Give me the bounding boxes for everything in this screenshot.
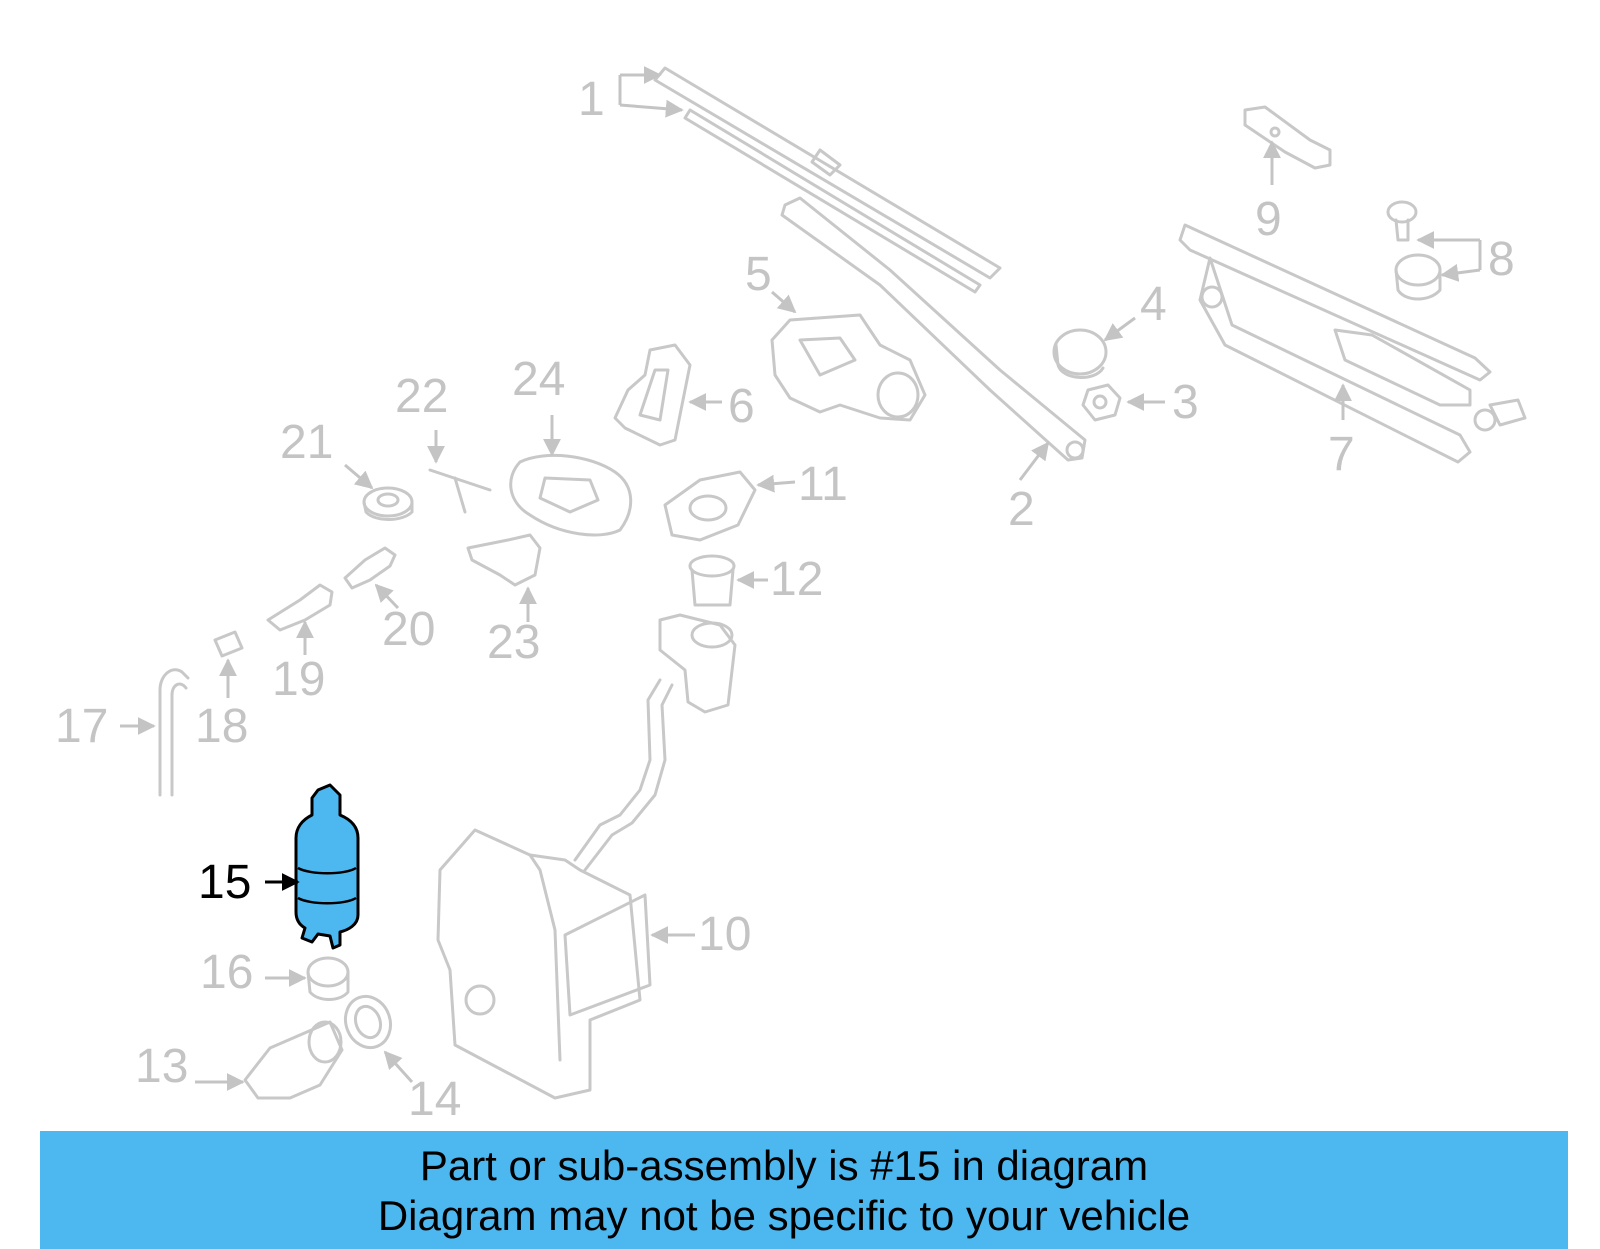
part-22-t-connector[interactable] xyxy=(427,430,492,514)
callout-8: 8 xyxy=(1488,233,1515,286)
part-1-wiper-blade[interactable] xyxy=(618,66,1002,294)
callout-2: 2 xyxy=(1008,483,1035,536)
part-8-bolt-grommet[interactable] xyxy=(1386,200,1482,301)
part-17-hose[interactable] xyxy=(120,668,190,797)
callout-13: 13 xyxy=(135,1040,188,1093)
part-2-wiper-arm[interactable] xyxy=(780,196,1087,481)
part-20-connector[interactable] xyxy=(343,546,400,610)
callout-3: 3 xyxy=(1172,376,1199,429)
callout-15: 15 xyxy=(198,856,251,909)
banner-line-2: Diagram may not be specific to your vehi… xyxy=(377,1192,1191,1239)
callout-18: 18 xyxy=(195,700,248,753)
callout-24: 24 xyxy=(512,353,565,406)
callout-9: 9 xyxy=(1255,193,1282,246)
callout-20: 20 xyxy=(382,603,435,656)
part-24-washer-jet[interactable] xyxy=(509,415,633,537)
callout-5: 5 xyxy=(745,248,772,301)
part-14-grommet[interactable] xyxy=(338,990,414,1084)
part-13-level-sensor[interactable] xyxy=(195,1020,344,1100)
callout-1: 1 xyxy=(578,73,605,126)
callout-14: 14 xyxy=(408,1073,461,1126)
part-18-connector[interactable] xyxy=(213,630,244,698)
part-7-linkage[interactable] xyxy=(1178,223,1527,464)
callout-12: 12 xyxy=(770,553,823,606)
callout-11: 11 xyxy=(798,458,848,511)
callout-6: 6 xyxy=(728,380,755,433)
callout-23: 23 xyxy=(487,616,540,669)
callout-10: 10 xyxy=(698,908,751,961)
callout-19: 19 xyxy=(272,653,325,706)
part-23-washer-nozzle[interactable] xyxy=(466,533,542,622)
callout-21: 21 xyxy=(280,416,333,469)
callout-7: 7 xyxy=(1328,428,1355,481)
filler-neck xyxy=(658,613,737,714)
part-12-filler-cap[interactable] xyxy=(688,554,768,607)
part-16-grommet[interactable] xyxy=(265,956,350,1001)
part-3-nut[interactable] xyxy=(1081,383,1165,422)
callout-17: 17 xyxy=(55,700,108,753)
banner-line-1: Part or sub-assembly is #15 in diagram xyxy=(419,1142,1149,1189)
part-15-washer-pump[interactable] xyxy=(265,783,360,950)
callout-4: 4 xyxy=(1140,278,1167,331)
part-19-check-valve[interactable] xyxy=(266,583,334,655)
part-9-bracket[interactable] xyxy=(1243,105,1332,185)
callout-16: 16 xyxy=(200,946,253,999)
part-11-seal[interactable] xyxy=(663,470,796,542)
info-banner: Part or sub-assembly is #15 in diagram D… xyxy=(40,1131,1568,1249)
part-4-cap[interactable] xyxy=(1052,316,1136,379)
part-10-washer-reservoir[interactable] xyxy=(436,678,695,1100)
callout-22: 22 xyxy=(395,370,448,423)
part-21-grommet[interactable] xyxy=(344,463,414,521)
part-6-bracket[interactable] xyxy=(613,343,722,447)
part-5-wiper-motor[interactable] xyxy=(770,290,927,422)
